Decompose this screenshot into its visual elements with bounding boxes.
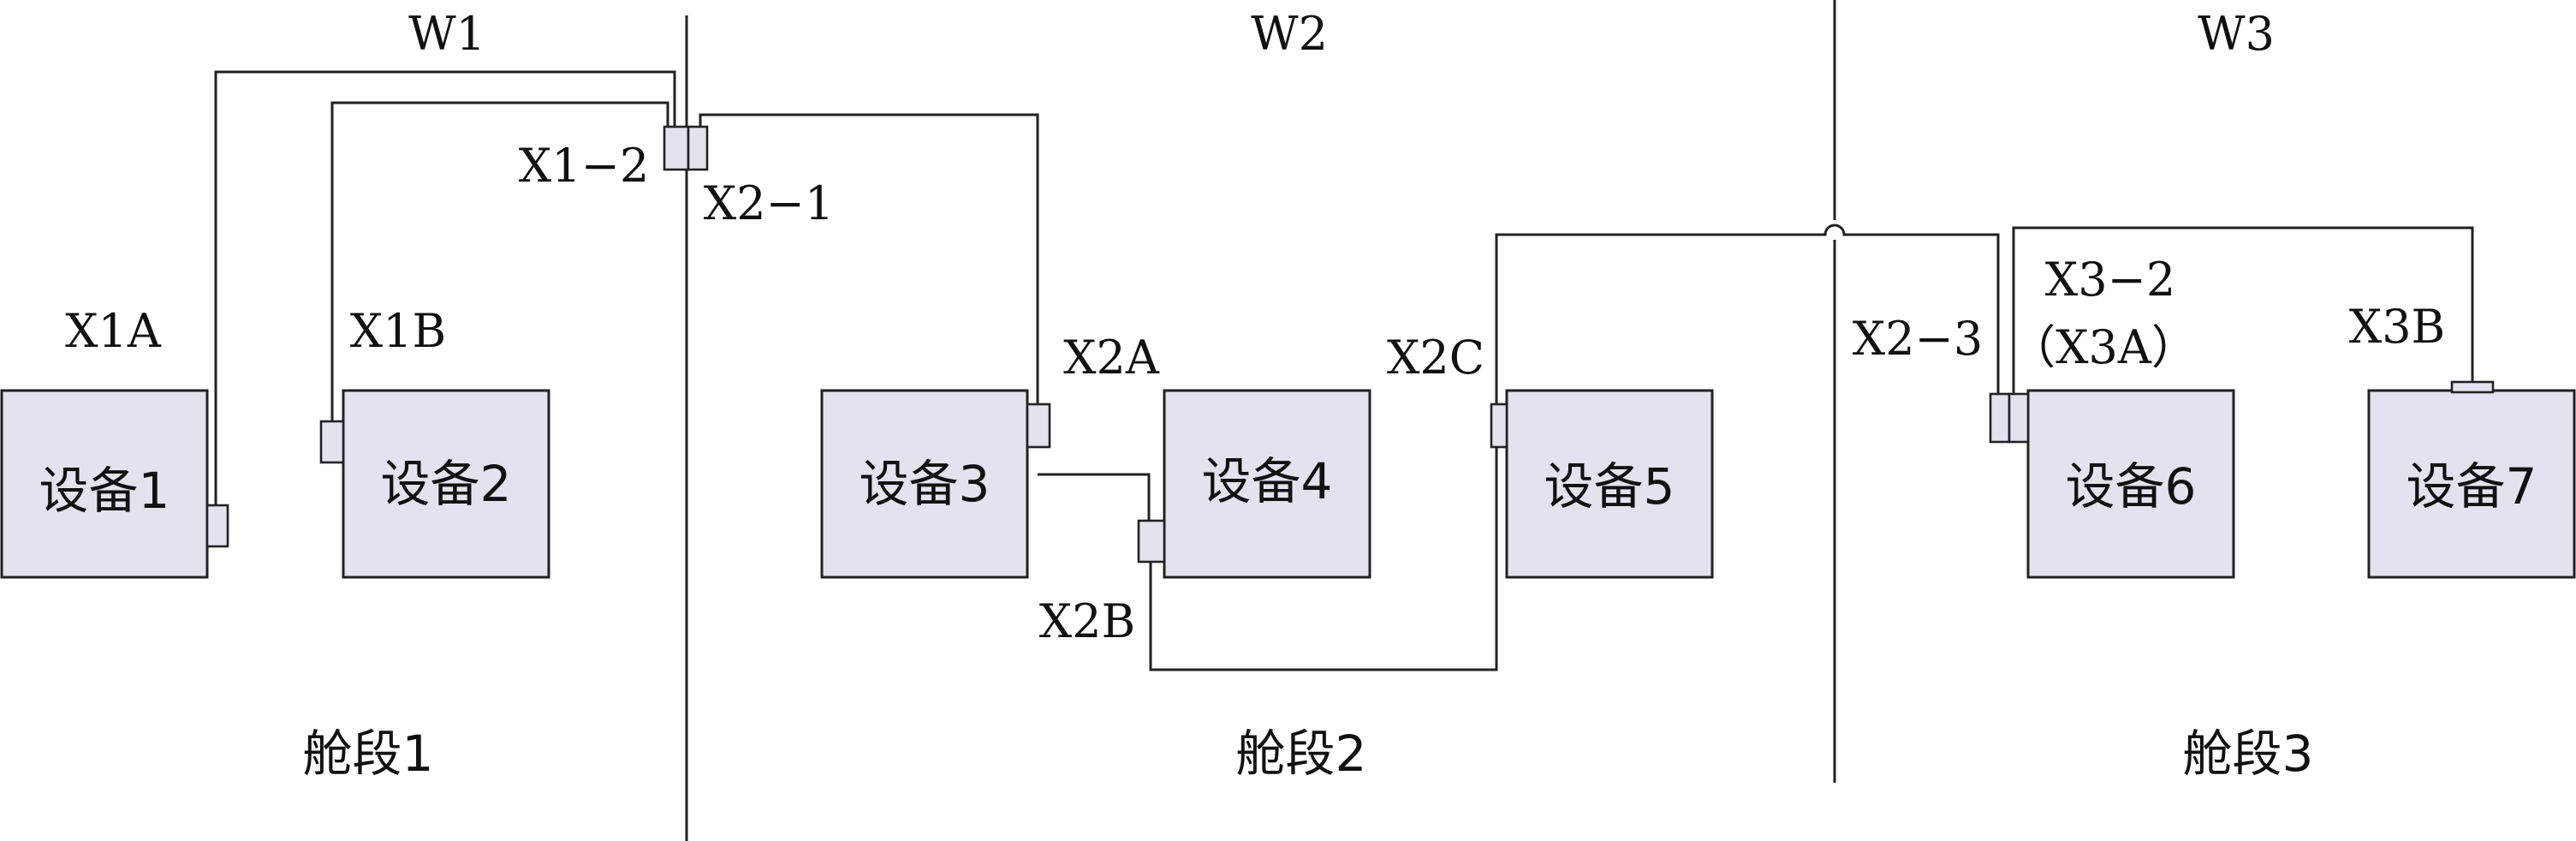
device-1: 设备1 [0,389,209,579]
device-3: 设备3 [820,389,1029,579]
connector-label-x2-3: X2−3 [1853,312,1983,366]
connector-x1-2 [663,125,690,171]
connector-x1b [319,420,345,464]
connector-x2a [1026,403,1051,449]
connector-label-x2c: X2C [1387,331,1484,385]
connector-label-x2-1: X2−1 [704,176,834,230]
device-1-label: 设备1 [39,462,170,520]
device-2-label: 设备2 [381,455,512,513]
connector-label-x2a: X2A [1063,331,1160,385]
connector-x2-1 [687,125,709,171]
connector-x2c [1490,403,1508,449]
connector-label-x3a: （X3A） [2009,320,2198,374]
wire-label-w1: W1 [408,7,485,61]
device-5-label: 设备5 [1544,457,1675,516]
wire-w3-x3b [2012,226,2474,394]
device-6-label: 设备6 [2066,457,2197,516]
connector-x3b [2450,380,2495,394]
connector-x1a [205,504,229,548]
connector-label-x3b: X3B [2349,300,2445,354]
connector-label-x1a: X1A [65,304,162,358]
connector-label-x3-2: X3−2 [2045,253,2175,307]
connector-x2b [1137,519,1166,564]
connector-label-x1-2: X1−2 [519,139,649,193]
device-7-label: 设备7 [2406,457,2537,516]
device-7: 设备7 [2367,389,2576,579]
device-3-label: 设备3 [860,455,991,513]
device-4-label: 设备4 [1202,452,1333,510]
wire-label-w3: W3 [2198,7,2275,61]
wire-w2-x2a [699,113,1039,404]
wire-w2-x2a-x2b [1038,473,1151,522]
device-2: 设备2 [342,389,550,579]
section-label-2: 舱段2 [1236,725,1367,783]
wire-w2-x2c-x2-3 [1495,224,2000,404]
connector-label-x1b: X1B [350,304,446,358]
device-5: 设备5 [1505,389,1714,579]
device-4: 设备4 [1163,389,1371,579]
section-label-1: 舱段1 [303,725,434,783]
section-label-3: 舱段3 [2183,725,2314,783]
wire-w1-x1b [330,101,669,424]
device-6: 设备6 [2026,389,2235,579]
connector-label-x2b: X2B [1039,594,1135,648]
connector-x3-2 [2008,392,2030,444]
wire-label-w2: W2 [1251,7,1328,61]
connector-x2-3 [1989,392,2011,444]
